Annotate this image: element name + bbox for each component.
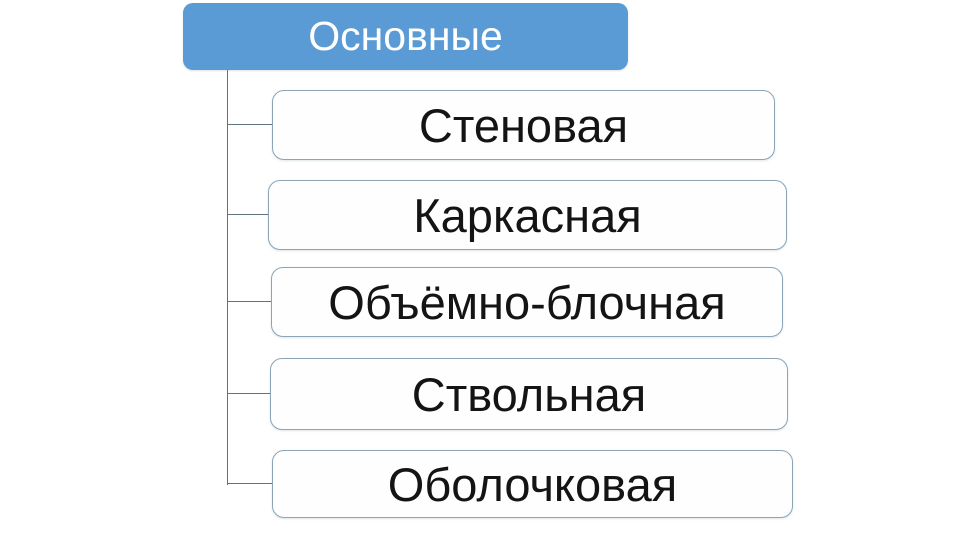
node-label: Ствольная (411, 367, 647, 421)
node-obolochkovaya: Оболочковая (272, 450, 793, 518)
node-stenovaya: Стеновая (272, 90, 775, 160)
node-karkasnaya: Каркасная (268, 180, 787, 250)
node-label: Стеновая (418, 98, 629, 152)
node-label: Каркасная (413, 188, 642, 242)
root-node-label: Основные (308, 13, 503, 59)
node-label: Объёмно-блочная (328, 275, 726, 329)
connector-branch-5 (227, 483, 273, 484)
node-stvolnaya: Ствольная (270, 358, 788, 430)
connector-trunk (227, 70, 228, 485)
node-label: Оболочковая (387, 457, 678, 511)
connector-branch-1 (227, 124, 273, 125)
root-node-osnovnye: Основные (183, 3, 628, 70)
node-obyomno-blochnaya: Объёмно-блочная (271, 267, 783, 337)
connector-branch-3 (227, 301, 273, 302)
connector-branch-2 (227, 214, 273, 215)
connector-branch-4 (227, 393, 273, 394)
